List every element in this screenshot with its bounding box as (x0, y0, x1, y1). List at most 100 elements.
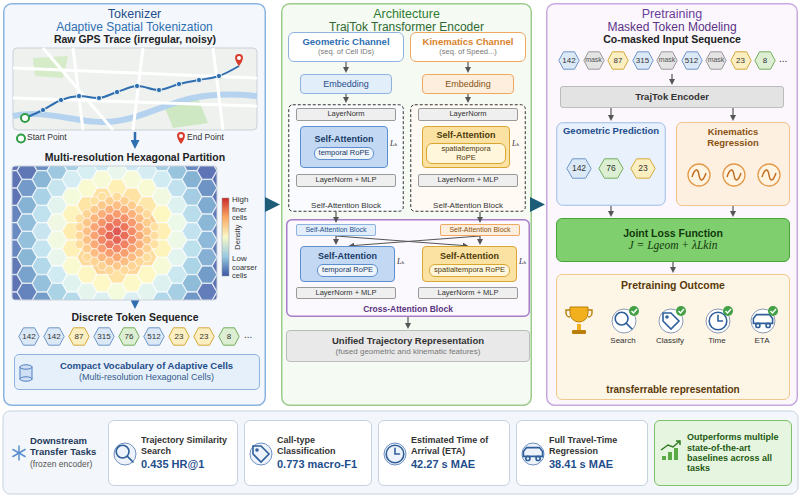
drawn-shape (237, 56, 241, 60)
drawn-shape (213, 48, 223, 130)
heading-text: mask (659, 56, 676, 64)
drawn-shape (13, 450, 25, 457)
heading-text: Multi-resolution Hexagonal Partition (45, 151, 225, 163)
drawn-shape (766, 323, 770, 327)
connector-arrow (345, 62, 346, 71)
drawn-shape (25, 66, 239, 118)
container-outline (4, 4, 266, 406)
attention-box: Self-Attentiontemporal RoPE (300, 246, 395, 282)
drawn-shape (33, 56, 68, 78)
drawn-shape (212, 223, 217, 240)
illustration (10, 32, 260, 132)
heading-text: 512 (685, 56, 698, 65)
drawn-shape (212, 240, 217, 257)
block-box: Self-Attention Block (296, 224, 376, 236)
bottom-band (3, 411, 798, 494)
body-text: (Multi-resolution Hexagonal Cells) (79, 372, 214, 382)
heading-text: 8 (227, 332, 231, 341)
hexagon-shape (219, 328, 239, 345)
heading-text: Pretraining Outcome (621, 279, 725, 291)
channel-box: Geometric Channel(seq. of Cell IDs) (288, 32, 404, 62)
drawn-shape (150, 223, 160, 231)
container-outline (557, 123, 666, 206)
drawn-shape (661, 441, 680, 460)
drawn-shape (256, 449, 258, 451)
heading-text: TrajTok Encoder (635, 92, 709, 103)
connector-arrow (335, 236, 336, 243)
heading-text: LayerNorm + MLP (315, 289, 376, 298)
body-text: (seq. of Speed...) (439, 48, 497, 57)
heading-text: 23 (200, 332, 209, 341)
drawn-shape (212, 206, 217, 223)
container-outline (289, 105, 404, 212)
drawn-shape (709, 312, 727, 330)
drawn-shape (758, 164, 780, 186)
body-text: (fused geometric and kinematic features) (336, 347, 481, 356)
regression-box: Kinematics Regression (676, 122, 790, 206)
drawn-shape (566, 310, 592, 317)
figure-group: Raw GPS Trace (irregular, noisy) (10, 32, 260, 132)
drawn-shape (723, 164, 745, 186)
drawn-shape (21, 114, 29, 122)
band-heading: Downstream Transfer Tasks(frozen encoder… (10, 420, 105, 486)
vocabulary-box: Compact Vocabulary of Adaptive Cells(Mul… (14, 354, 260, 390)
heading-text: Self-Attention (315, 134, 374, 144)
token-hexagon: 23 (730, 51, 752, 70)
hexagon-shape (681, 52, 701, 69)
drawn-shape (142, 210, 152, 218)
annotation-label: ... (779, 53, 787, 64)
annotation-label: Lₖ (519, 258, 526, 267)
drawn-shape (522, 443, 544, 465)
panel: PretrainingMasked Token ModelingCo-maske… (546, 3, 798, 406)
token-hexagon: 512 (681, 51, 703, 70)
heading-text: Co-masked Input Sequence (603, 33, 741, 45)
channel-box: Kinematics Channel(seq. of Speed...) (410, 32, 526, 62)
drawn-shape (663, 313, 679, 329)
token-hexagon: mask (705, 51, 727, 70)
body-text: temporal RoPE (314, 147, 375, 160)
token-hexagon: 76 (118, 327, 140, 346)
hexagon-shape (19, 328, 39, 345)
heading-text: 76 (606, 164, 615, 174)
attention-box: Self-Attentionspatialtempora RoPE (422, 126, 510, 168)
heading-text: 23 (736, 56, 745, 65)
heading-text: Call-type Classification (277, 435, 368, 456)
heading-text: Self-Attention (437, 130, 496, 140)
connector-arrow (671, 74, 672, 83)
drawn-shape (526, 456, 530, 460)
drawn-shape (20, 365, 32, 369)
drawn-shape (250, 443, 272, 465)
drawn-shape (40, 107, 45, 112)
drawn-shape (688, 164, 710, 186)
annotation-label: finer cells (232, 206, 262, 223)
connector-arrow (672, 262, 673, 271)
layer-box: LayerNorm + MLP (418, 174, 518, 187)
body-text: 38.41 s MAE (549, 458, 613, 471)
drawn-shape (43, 48, 113, 130)
heading-text: Self-Attention Block (311, 201, 381, 210)
annotation-label: End Point (187, 133, 224, 142)
hexagon-shape (632, 52, 652, 69)
drawn-shape (253, 446, 269, 462)
drawn-shape (771, 309, 777, 313)
token-hexagon: 315 (632, 51, 654, 70)
drawn-shape (762, 170, 776, 180)
drawn-shape (156, 87, 161, 92)
connector-arrow (732, 206, 733, 215)
token-hexagon: mask (656, 51, 678, 70)
block-frame: Self-Attention Block LayerNormSelf-Attent… (288, 104, 404, 212)
drawn-shape (384, 443, 406, 465)
layer-box: LayerNorm (296, 108, 396, 121)
drawn-shape (753, 315, 772, 324)
heading-text: 142 (22, 332, 35, 341)
drawn-shape (216, 73, 221, 78)
drawn-shape (663, 313, 679, 329)
body-text: transferrable representation (606, 384, 739, 396)
container-outline (282, 4, 532, 406)
drawn-shape (659, 309, 683, 333)
hexagon-shape (730, 52, 750, 69)
heading-text: Full Travel-Time Regression (549, 435, 644, 456)
drawn-shape (150, 231, 160, 239)
annotation-label: Lₖ (397, 258, 404, 267)
heading-text: 315 (97, 332, 110, 341)
